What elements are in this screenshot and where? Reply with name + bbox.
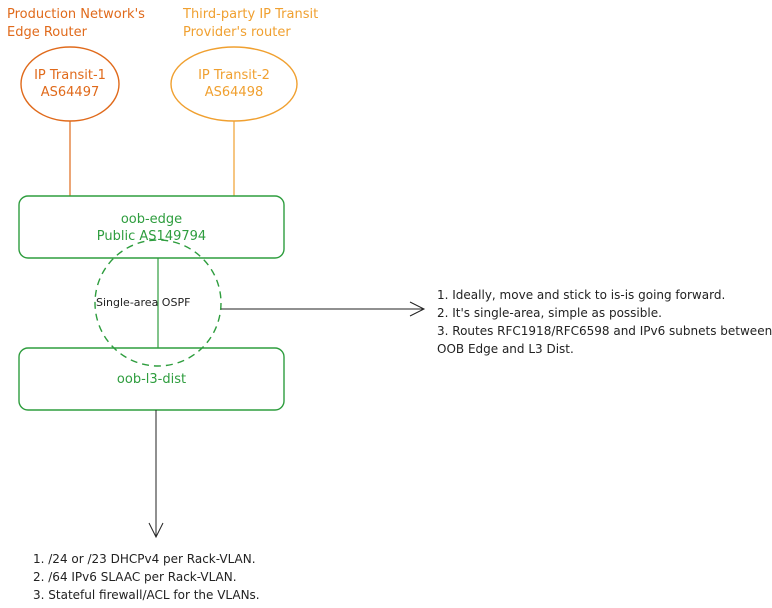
oob-edge-text: oob-edge Public AS149794: [19, 211, 284, 245]
production-edge-label-line1: Production Network's: [7, 7, 145, 22]
ospf-notes-arrowhead: [409, 301, 426, 317]
ospf-notes: 1. Ideally, move and stick to is-is goin…: [437, 286, 772, 358]
ip-transit-1-name: IP Transit-1: [34, 68, 106, 83]
ip-transit-2-as: AS64498: [204, 85, 264, 100]
ip-transit-1-as: AS64497: [40, 85, 100, 100]
third-party-label-line2: Provider's router: [183, 25, 291, 40]
ospf-label: Single-area OSPF: [96, 296, 191, 309]
oob-edge-name: oob-edge: [120, 212, 183, 227]
production-edge-label-line2: Edge Router: [7, 25, 87, 40]
ospf-note-1: 1. Ideally, move and stick to is-is goin…: [437, 288, 726, 302]
third-party-label-line1: Third-party IP Transit: [183, 7, 319, 22]
oob-l3-dist-name: oob-l3-dist: [116, 372, 187, 387]
ospf-note-2: 2. It's single-area, simple as possible.: [437, 306, 662, 320]
ip-transit-2-name: IP Transit-2: [198, 68, 270, 83]
ospf-note-3: 3. Routes RFC1918/RFC6598 and IPv6 subne…: [437, 324, 772, 338]
ospf-note-4: OOB Edge and L3 Dist.: [437, 342, 574, 356]
production-edge-label: Production Network's Edge Router: [7, 6, 145, 42]
oob-edge-as: Public AS149794: [96, 229, 207, 244]
third-party-label: Third-party IP Transit Provider's router: [183, 6, 318, 42]
oob-l3-dist-text: oob-l3-dist: [19, 371, 284, 388]
vlan-note-2: 2. /64 IPv6 SLAAC per Rack-VLAN.: [33, 570, 237, 584]
ospf-area-circle: [94, 239, 222, 367]
oob-l3-dist-node[interactable]: [18, 347, 285, 411]
ip-transit-1-text: IP Transit-1 AS64497: [21, 67, 119, 101]
oob-edge-node[interactable]: [18, 195, 285, 259]
vlan-notes: 1. /24 or /23 DHCPv4 per Rack-VLAN. 2. /…: [33, 550, 260, 604]
vlan-note-1: 1. /24 or /23 DHCPv4 per Rack-VLAN.: [33, 552, 256, 566]
ip-transit-2-text: IP Transit-2 AS64498: [171, 67, 297, 101]
vlan-notes-arrowhead: [148, 522, 164, 539]
vlan-note-3: 3. Stateful firewall/ACL for the VLANs.: [33, 588, 260, 602]
